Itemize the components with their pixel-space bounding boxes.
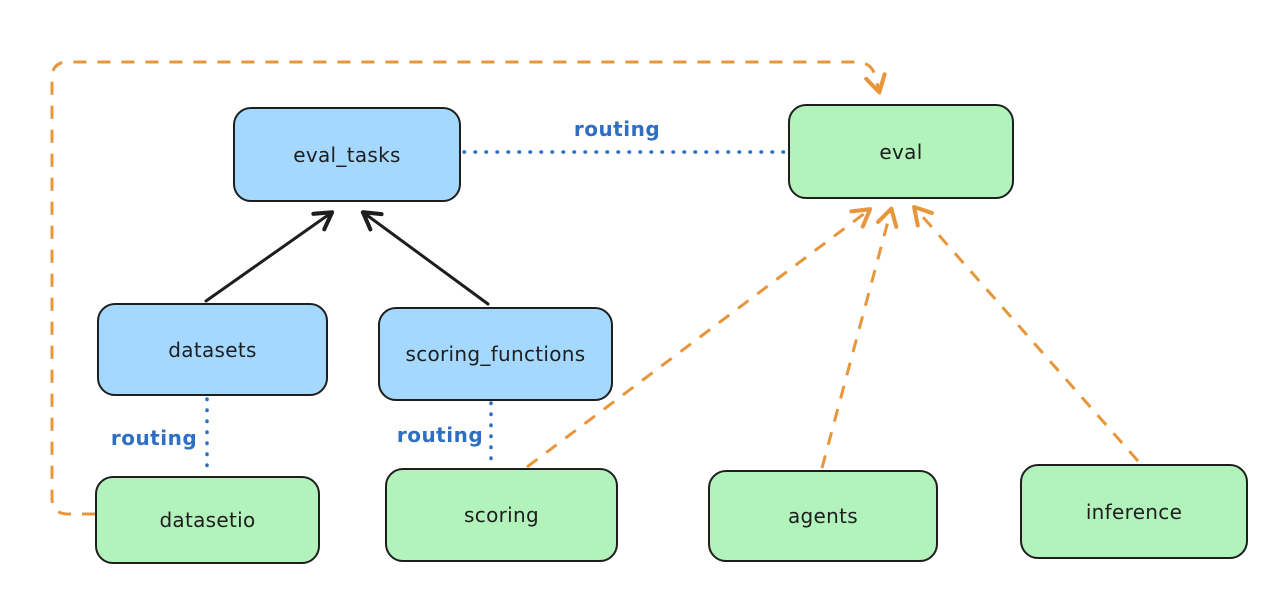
node-eval-tasks-label: eval_tasks bbox=[293, 142, 401, 167]
node-scoring: scoring bbox=[385, 468, 618, 562]
edge-inference-to-eval bbox=[912, 204, 1140, 462]
edge-label-routing-top: routing bbox=[573, 117, 661, 141]
node-datasets: datasets bbox=[97, 303, 328, 396]
node-agents-label: agents bbox=[788, 504, 858, 528]
edge-agents-to-eval bbox=[820, 206, 899, 469]
node-agents: agents bbox=[708, 470, 938, 562]
edge-label-routing-mid: routing bbox=[396, 423, 484, 447]
node-datasetio-label: datasetio bbox=[159, 508, 256, 532]
node-datasetio: datasetio bbox=[95, 476, 320, 564]
node-eval-tasks: eval_tasks bbox=[233, 107, 461, 202]
node-scoring-label: scoring bbox=[464, 503, 539, 527]
node-eval: eval bbox=[788, 104, 1014, 199]
node-scoring-functions-label: scoring_functions bbox=[405, 342, 586, 366]
node-eval-label: eval bbox=[879, 139, 923, 164]
node-datasets-label: datasets bbox=[168, 337, 257, 362]
node-inference-label: inference bbox=[1085, 499, 1183, 524]
edge-label-routing-left: routing bbox=[110, 426, 198, 450]
node-scoring-functions: scoring_functions bbox=[378, 307, 613, 401]
edge-datasets-to-eval-tasks bbox=[204, 210, 335, 303]
edge-datasetio-to-eval bbox=[50, 60, 887, 516]
edge-scoring-functions-to-eval-tasks bbox=[360, 210, 490, 306]
node-inference: inference bbox=[1020, 464, 1248, 559]
